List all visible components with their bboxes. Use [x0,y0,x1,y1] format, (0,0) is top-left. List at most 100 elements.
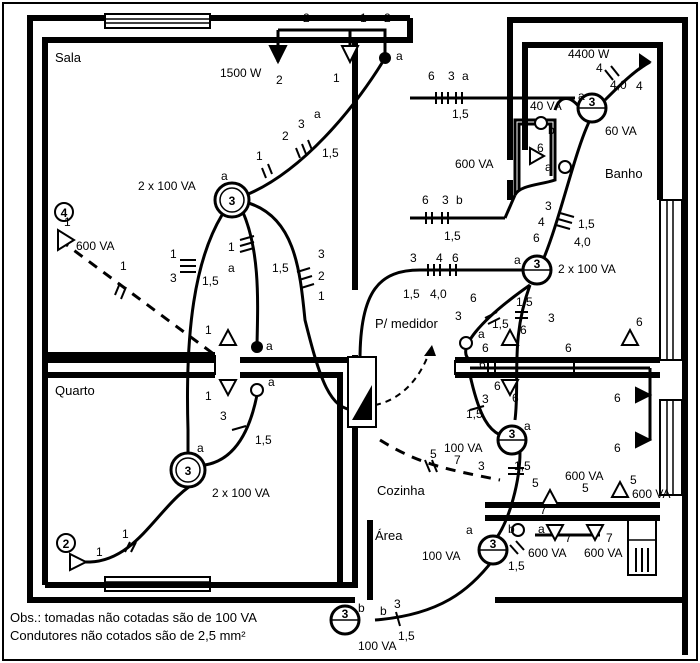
svg-text:3: 3 [394,597,401,611]
lamp-banho: 3 [576,92,608,124]
svg-text:3: 3 [448,69,455,83]
svg-text:5: 5 [532,476,539,490]
svg-text:1,5: 1,5 [508,559,525,573]
svg-text:a: a [197,441,204,455]
outlet-shower-sala [268,45,288,65]
svg-text:1: 1 [205,389,212,403]
outlet-banho-6 [529,146,547,166]
switch-sala [251,341,263,353]
svg-text:1,5: 1,5 [514,459,531,473]
svg-text:1: 1 [122,527,129,541]
svg-text:4: 4 [636,79,643,93]
label-sala-lamp: 2 x 100 VA [138,179,196,193]
svg-text:5: 5 [630,473,637,487]
tank [627,519,657,576]
svg-text:3: 3 [545,199,552,213]
label-outside-lamp: 100 VA [358,639,396,653]
label-area-600b: 600 VA [584,546,622,560]
lamp-quarto: 3 [169,451,207,489]
svg-text:1,5: 1,5 [578,217,595,231]
svg-text:3: 3 [442,193,449,207]
outlet-area-7a [545,524,565,543]
svg-text:7: 7 [454,453,461,467]
outlets [57,45,653,572]
svg-text:3: 3 [478,459,485,473]
outlet-sala-1 [340,45,360,65]
svg-text:2: 2 [384,11,391,25]
svg-text:a: a [266,339,273,353]
svg-text:a: a [228,261,235,275]
label-cozinha-mid: 100 VA [444,441,482,455]
outlet-cozinha-6b [635,431,653,449]
outlet-cozinha-5b [610,479,630,498]
lamps: 3 3 3 3 3 3 3 [169,92,608,636]
svg-text:1,5: 1,5 [444,229,461,243]
svg-text:a: a [462,69,469,83]
svg-text:1: 1 [360,11,367,25]
svg-text:3: 3 [548,311,555,325]
svg-text:a: a [396,49,403,63]
svg-text:3: 3 [534,257,541,271]
switch-quarto [250,383,264,397]
svg-text:1,5: 1,5 [452,107,469,121]
room-sala: Sala [55,50,82,65]
svg-text:a: a [545,160,552,174]
svg-text:5: 5 [582,481,589,495]
svg-text:7: 7 [540,503,547,517]
switch-sala-top [379,52,391,64]
svg-text:1,5: 1,5 [492,317,509,331]
label-meter: P/ medidor [375,316,439,331]
label-sala-outlet: 600 VA [76,239,114,253]
svg-text:1: 1 [120,259,127,273]
lamp-cozinha-lower: 3 [496,424,528,456]
svg-text:1,5: 1,5 [272,261,289,275]
annotations: 2 1 2 2 1 a 1 2 3 a 1,5 a 1 1 3 1,5 1 a … [64,11,643,643]
outlet-cozinha-5a [540,487,560,506]
circuit-markers: 4 2 [54,202,76,553]
outlet-cozinha-6 [620,327,640,346]
svg-text:3: 3 [410,251,417,265]
room-cozinha: Cozinha [377,483,425,498]
meter-box [347,356,377,428]
lamp-area: 3 [477,534,509,566]
svg-text:b: b [508,522,515,536]
switch-area [511,523,525,537]
outlet-cozinha-up [500,327,520,346]
switch-cozinha [459,336,473,350]
svg-text:4: 4 [436,251,443,265]
svg-text:3: 3 [455,309,462,323]
svg-text:6: 6 [565,341,572,355]
svg-text:2: 2 [63,537,70,551]
svg-text:6: 6 [428,69,435,83]
svg-text:1: 1 [64,215,71,229]
svg-text:6: 6 [422,193,429,207]
label-area-lamp: 100 VA [422,549,460,563]
room-quarto: Quarto [55,383,95,398]
lamp-outside: 3 [329,604,361,636]
svg-text:6: 6 [537,141,544,155]
svg-text:1,5: 1,5 [403,287,420,301]
meter-arrow [424,345,436,356]
svg-text:b: b [456,193,463,207]
svg-text:a: a [578,89,585,103]
svg-text:1,5: 1,5 [466,407,483,421]
svg-text:6: 6 [533,231,540,245]
svg-text:b: b [548,123,555,137]
label-banho-small: 40 VA [530,99,562,113]
svg-text:4: 4 [538,215,545,229]
svg-text:1: 1 [256,149,263,163]
svg-text:a: a [478,327,485,341]
outlet-area-7b [585,524,605,543]
svg-text:a: a [524,419,531,433]
svg-text:2: 2 [318,269,325,283]
outlet-sala-lower [218,327,238,346]
label-area-600a: 600 VA [528,546,566,560]
svg-text:3: 3 [229,194,236,208]
svg-text:2: 2 [303,11,310,25]
svg-text:3: 3 [342,607,349,621]
window-sala [104,13,211,29]
svg-text:4,0: 4,0 [430,287,447,301]
svg-text:1,5: 1,5 [255,433,272,447]
